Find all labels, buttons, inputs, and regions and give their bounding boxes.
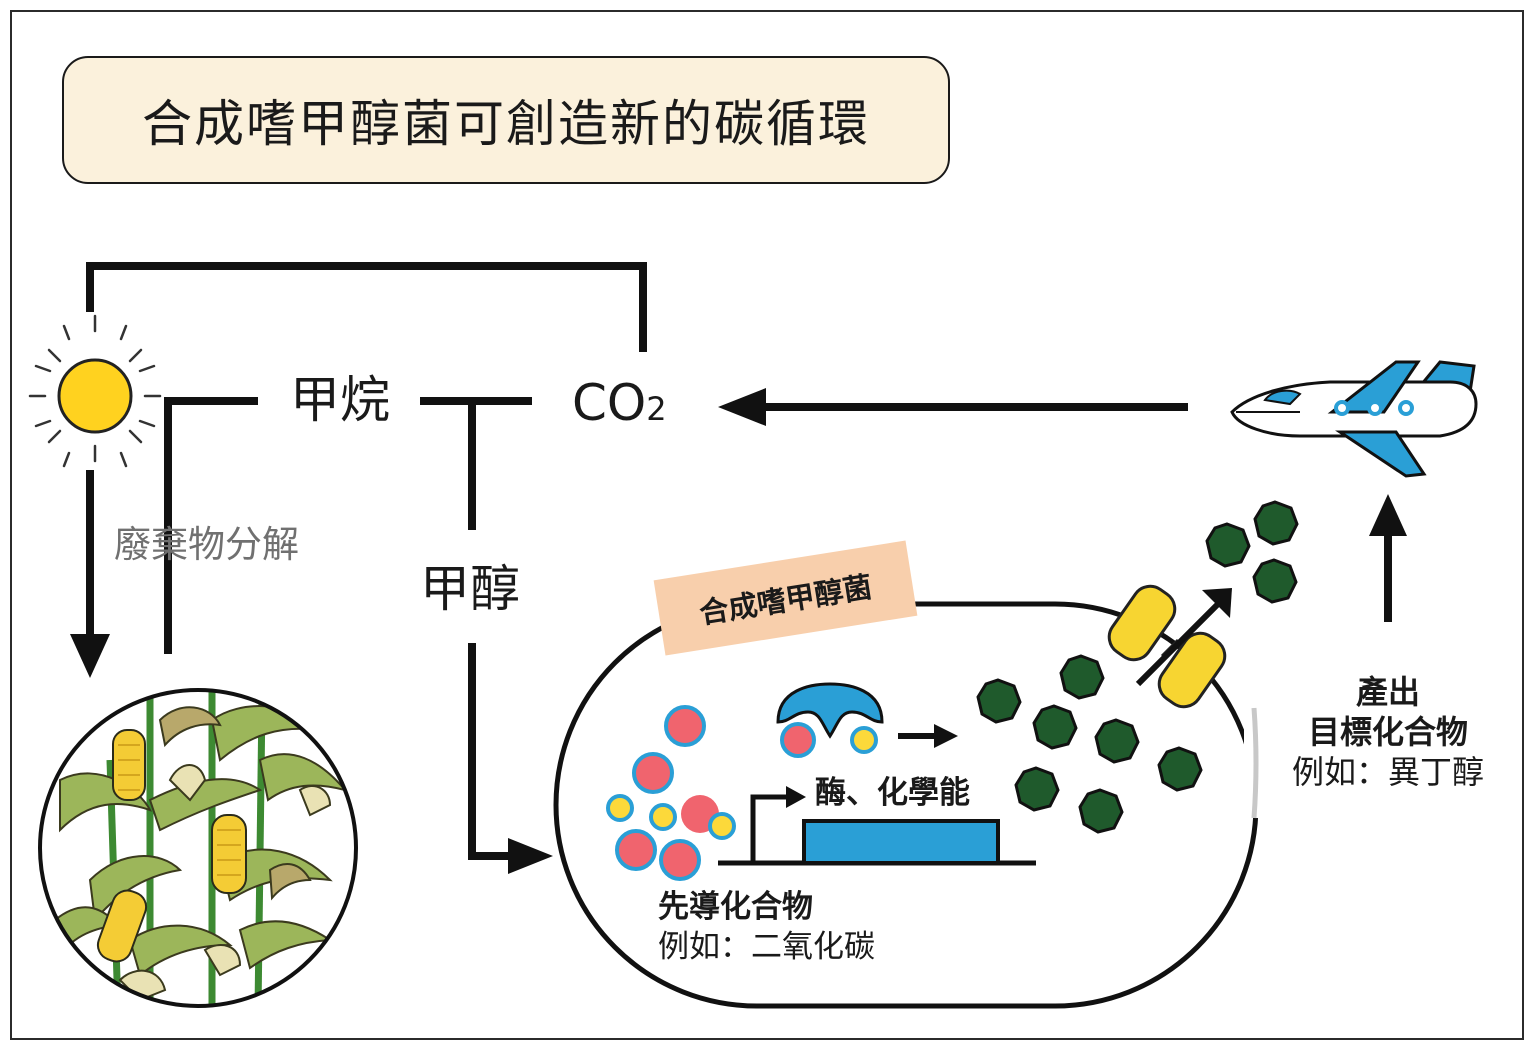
co2-label: CO2 — [572, 378, 667, 428]
figure-frame — [10, 10, 1524, 1040]
corn-field-icon — [38, 688, 358, 1008]
cycle-top-line — [86, 262, 647, 352]
enzyme-icon — [776, 682, 884, 758]
synthetic-methylotroph-label: 合成嗜甲醇菌 — [697, 569, 875, 631]
methanol-arrowhead — [508, 838, 553, 874]
methane-label: 甲烷 — [290, 371, 390, 429]
airplane-icon — [1230, 360, 1478, 478]
precursor-molecules — [606, 705, 736, 881]
waste-decomposition-label: 廢棄物分解 — [114, 523, 299, 566]
methanol-lower-line — [468, 643, 515, 860]
enzyme-chem-energy-label: 酶、化學能 — [815, 775, 970, 811]
sun-to-crop-arrowhead — [70, 634, 110, 678]
output-label-line2: 目標化合物 — [1307, 713, 1468, 751]
co2-subscript: 2 — [646, 390, 667, 428]
gene-construct — [718, 786, 1036, 866]
page-title: 合成嗜甲醇菌可創造新的碳循環 — [142, 95, 870, 153]
export-arrowhead — [1202, 588, 1232, 618]
co2-main-text: CO — [572, 374, 647, 432]
output-label-group: 產出 目標化合物 例如：異丁醇 — [1262, 676, 1514, 788]
precursor-example-label: 例如：二氧化碳 — [658, 929, 875, 965]
sun-icon — [28, 314, 162, 468]
title-box: 合成嗜甲醇菌可創造新的碳循環 — [62, 56, 950, 184]
output-to-plane-arrowhead — [1369, 494, 1407, 536]
plane-to-co2-arrowhead — [718, 388, 766, 426]
methanol-label: 甲醇 — [420, 560, 520, 618]
product-molecules — [976, 500, 1299, 834]
precursor-label: 先導化合物 — [658, 889, 813, 925]
methane-left-line — [164, 397, 258, 654]
output-label-line1: 產出 — [1355, 673, 1420, 711]
transporter-icon — [1107, 584, 1227, 709]
output-example-label: 例如：異丁醇 — [1291, 753, 1484, 791]
